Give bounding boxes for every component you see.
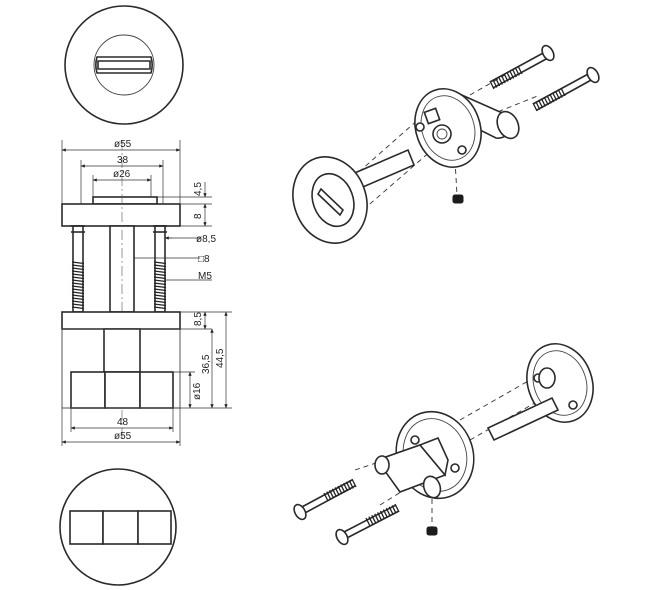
set-screw-bottom (426, 526, 438, 536)
dim-44-5: 44,5 (215, 348, 226, 368)
dim-m5: M5 (198, 271, 212, 282)
dim-d16: ø16 (192, 382, 203, 400)
dim-sq8: □8 (198, 254, 210, 265)
front-rosette-top (292, 156, 368, 244)
dim-36-5: 36,5 (201, 354, 212, 374)
dim-d55-bottom: ø55 (114, 431, 132, 442)
dim-8-top: 8 (193, 213, 204, 219)
dim-d26: ø26 (113, 169, 131, 180)
screw-1-top (489, 44, 555, 90)
exploded-view-bottom (293, 343, 594, 546)
dim-38: 38 (117, 155, 129, 166)
dim-4-5: 4,5 (193, 182, 204, 196)
dimension-lines (61, 140, 232, 446)
left-screw (71, 225, 85, 313)
dim-d8-5: ø8,5 (196, 234, 216, 245)
dimension-labels: ø55 38 ø26 4,5 8 ø8,5 □8 M5 8,5 36,5 44,… (113, 139, 226, 442)
dim-8-5: 8,5 (193, 312, 204, 326)
screw-2-bottom (335, 503, 400, 546)
screw-1-bottom (293, 478, 357, 521)
back-rosette-top (414, 88, 520, 168)
right-screw (153, 225, 167, 313)
front-rosette-bottom (374, 410, 475, 500)
top-view-rosette (64, 5, 184, 125)
bottom-view-rosette (59, 468, 177, 586)
back-rosette-bottom (486, 343, 594, 442)
dim-d55-top: ø55 (114, 139, 132, 150)
side-view (61, 140, 181, 440)
screw-2-top (532, 66, 600, 112)
dim-48: 48 (117, 417, 129, 428)
exploded-view-top (292, 44, 600, 244)
set-screw-top (452, 194, 464, 204)
